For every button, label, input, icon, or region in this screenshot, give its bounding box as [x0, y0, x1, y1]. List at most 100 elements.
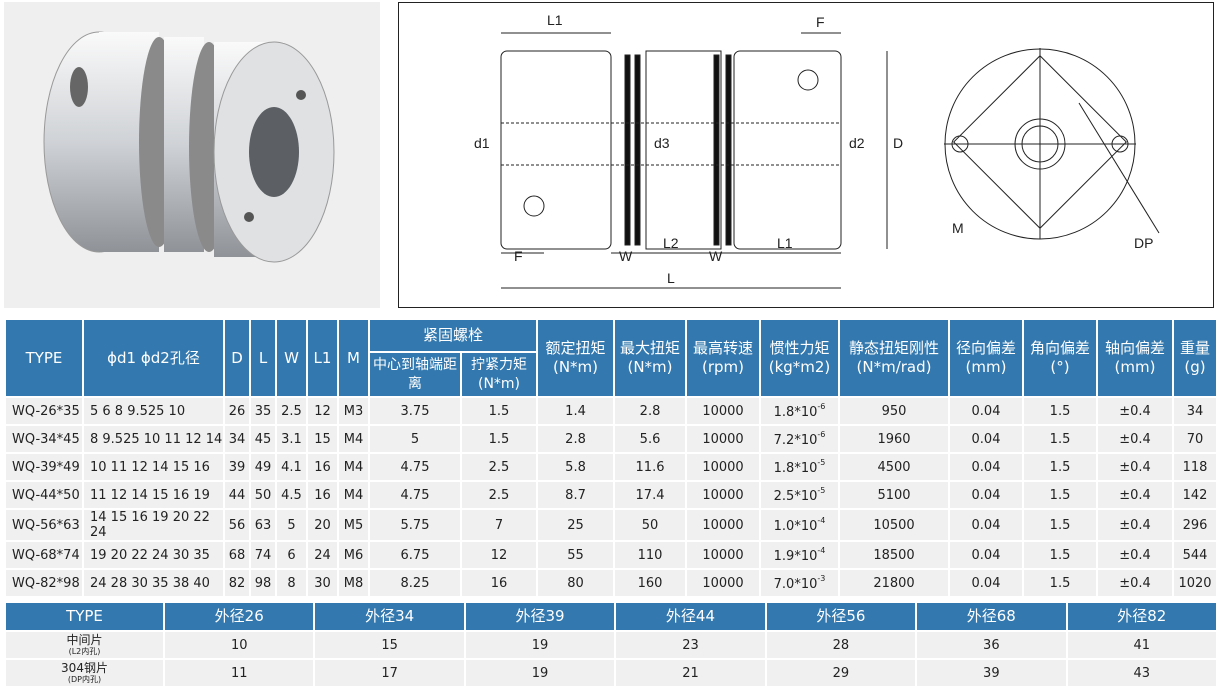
- cell-rated: 2.8: [536, 424, 616, 454]
- cell-dist: 5: [368, 424, 462, 454]
- cell-max: 110: [613, 540, 688, 570]
- header-W: W: [275, 318, 308, 398]
- header-rated-torque: 额定扭矩(N*m): [536, 318, 616, 398]
- row-label-main: 304钢片: [61, 661, 108, 675]
- product-photo: [4, 2, 380, 308]
- cell-radial: 0.04: [948, 396, 1025, 426]
- header-inertia: 惯性力矩(kg*m2): [759, 318, 841, 398]
- cell-speed: 10000: [685, 480, 762, 510]
- header-M: M: [337, 318, 370, 398]
- cell-D: 39: [223, 452, 251, 482]
- header-L: L: [249, 318, 277, 398]
- cell-radial: 0.04: [948, 452, 1025, 482]
- header-D: D: [223, 318, 251, 398]
- cell-value: 43: [1065, 658, 1219, 688]
- cell-W: 5: [275, 508, 308, 542]
- cell-value: 19: [463, 658, 617, 688]
- header-max-torque: 最大扭矩(N*m): [613, 318, 688, 398]
- cell-W: 4.1: [275, 452, 308, 482]
- cell-value: 39: [915, 658, 1068, 688]
- label-W-right: W: [709, 248, 723, 264]
- cell-D: 82: [223, 568, 251, 598]
- cell-angular: 1.5: [1022, 452, 1099, 482]
- cell-speed: 10000: [685, 540, 762, 570]
- label-D: D: [893, 135, 903, 151]
- cell-tq: 2.5: [459, 452, 539, 482]
- inertia-exponent: -6: [817, 402, 826, 411]
- cell-W: 3.1: [275, 424, 308, 454]
- inertia-base: 1.9*10: [773, 549, 818, 564]
- header-max-speed: 最高转速(rpm): [685, 318, 762, 398]
- cell-max: 5.6: [613, 424, 688, 454]
- cell-stiff: 1960: [838, 424, 951, 454]
- cell-L1: 16: [306, 480, 339, 510]
- header-bore: ϕd1 ϕd2孔径: [82, 318, 225, 398]
- cell-value: 17: [313, 658, 466, 688]
- cell-value: 36: [915, 630, 1068, 660]
- cell-weight: 142: [1172, 480, 1218, 510]
- cell-bore: 11 12 14 15 16 19: [82, 480, 225, 510]
- cell-M: M4: [337, 452, 370, 482]
- cell-angular: 1.5: [1022, 396, 1099, 426]
- cell-rated: 25: [536, 508, 616, 542]
- cell-type: WQ-44*50: [4, 480, 84, 510]
- sheet-header: 外径56: [764, 601, 918, 632]
- cell-inertia: 1.0*10-4: [759, 508, 841, 542]
- cell-type: WQ-82*98: [4, 568, 84, 598]
- inertia-exponent: -4: [817, 546, 826, 555]
- cell-tq: 16: [459, 568, 539, 598]
- header-weight: 重量(g): [1172, 318, 1218, 398]
- label-L2: L2: [663, 235, 679, 251]
- cell-dist: 4.75: [368, 452, 462, 482]
- label-L1: L1: [547, 12, 563, 28]
- header-screw-group: 紧固螺栓: [367, 318, 539, 353]
- cell-max: 17.4: [613, 480, 688, 510]
- row-label-main: 中间片: [66, 633, 103, 647]
- inertia-base: 1.0*10: [773, 519, 818, 534]
- cell-axial: ±0.4: [1096, 508, 1175, 542]
- cell-rated: 8.7: [536, 480, 616, 510]
- cell-W: 4.5: [275, 480, 308, 510]
- cell-weight: 34: [1172, 396, 1218, 426]
- cell-L: 35: [249, 396, 277, 426]
- cell-rated: 80: [536, 568, 616, 598]
- label-d3: d3: [654, 135, 670, 151]
- header-axial: 轴向偏差(mm): [1096, 318, 1175, 398]
- sheet-header: 外径82: [1065, 601, 1219, 632]
- inertia-exponent: -4: [817, 516, 826, 525]
- cell-inertia: 1.9*10-4: [759, 540, 841, 570]
- cell-D: 44: [223, 480, 251, 510]
- cell-tq: 1.5: [459, 396, 539, 426]
- inertia-exponent: -5: [817, 458, 826, 467]
- header-screw-distance: 中心到轴端距离: [368, 351, 462, 398]
- cell-radial: 0.04: [948, 508, 1025, 542]
- label-M: M: [952, 220, 964, 236]
- cell-L1: 15: [306, 424, 339, 454]
- cell-stiff: 21800: [838, 568, 951, 598]
- inertia-base: 7.0*10: [773, 577, 818, 592]
- cell-inertia: 7.0*10-3: [759, 568, 841, 598]
- cell-value: 28: [764, 630, 918, 660]
- cell-W: 2.5: [275, 396, 308, 426]
- header-stiffness: 静态扭矩刚性(N*m/rad): [838, 318, 951, 398]
- cell-type: WQ-26*35: [4, 396, 84, 426]
- cell-axial: ±0.4: [1096, 480, 1175, 510]
- cell-tq: 2.5: [459, 480, 539, 510]
- cell-weight: 118: [1172, 452, 1218, 482]
- cell-weight: 544: [1172, 540, 1218, 570]
- cell-bore: 5 6 8 9.525 10: [82, 396, 225, 426]
- header-type: TYPE: [4, 318, 84, 398]
- sheet-header: 外径44: [614, 601, 767, 632]
- cell-angular: 1.5: [1022, 508, 1099, 542]
- cell-radial: 0.04: [948, 424, 1025, 454]
- cell-M: M3: [337, 396, 370, 426]
- cell-inertia: 1.8*10-6: [759, 396, 841, 426]
- cell-stiff: 4500: [838, 452, 951, 482]
- cell-M: M4: [337, 424, 370, 454]
- label-W: W: [619, 248, 633, 264]
